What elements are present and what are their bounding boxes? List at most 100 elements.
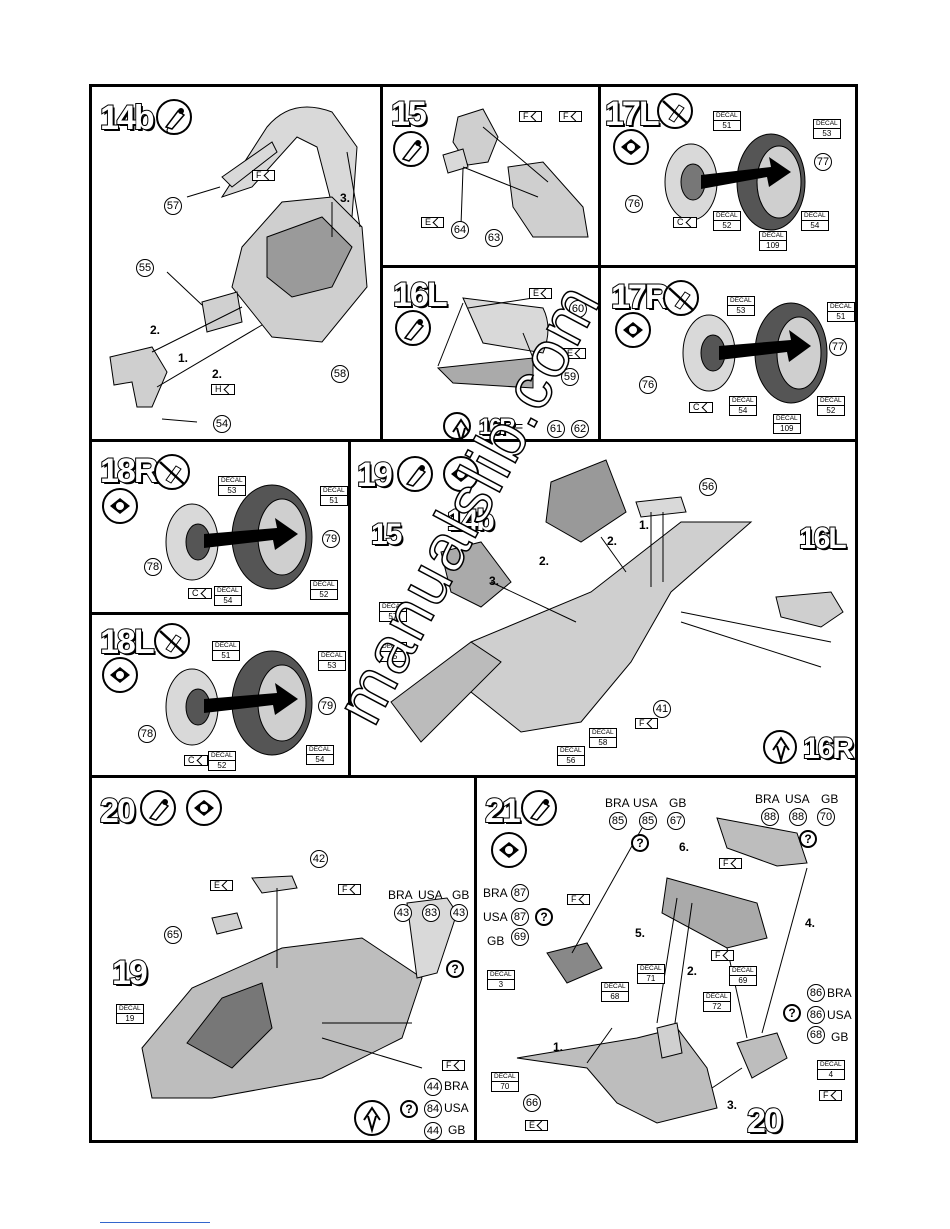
sprue-flag: E [529,288,553,299]
paint-decal-icon [102,488,138,524]
glue-icon [140,790,176,826]
step-arrow-label: 6. [679,840,690,854]
glue-icon [521,790,557,826]
paint-decal-icon [186,790,222,826]
step-number: 18L [99,623,156,661]
part-number: 76 [639,376,657,394]
part-number: 55 [136,259,154,277]
part-number: 43 [450,904,468,922]
step-15-drawing [442,108,589,238]
sub-assembly-label: 16L [798,522,848,555]
sprue-flag: F [719,858,742,869]
glue-icon [393,131,429,167]
country-label: BRA [755,792,780,806]
choice-marker: ? [783,1004,801,1022]
part-number: 77 [814,153,832,171]
step-arrow-label: 3. [489,574,500,588]
part-number: 54 [213,415,231,433]
sprue-flag: F [635,718,658,729]
sprue-flag: F [819,1090,842,1101]
no-glue-icon [154,454,190,490]
country-label: BRA [444,1079,469,1093]
part-number: 42 [310,850,328,868]
country-label: USA [444,1101,469,1115]
sub-assembly-label: 20 [746,1102,784,1140]
step-17L-drawing [664,133,806,231]
part-number: 78 [138,725,156,743]
sprue-flag: F [442,1060,465,1071]
country-label: GB [452,888,470,902]
sub-assembly-label: 19 [111,954,149,992]
step-16L-panel: 16L E 60 E 59 16R = 61 62 [380,265,601,442]
part-number: 85 [609,812,627,830]
country-label: GB [669,796,687,810]
sprue-flag: C [184,755,208,766]
part-number: 87 [511,908,529,926]
part-number: 56 [699,478,717,496]
choice-marker: ? [799,830,817,848]
part-number: 43 [394,904,412,922]
choice-marker: ? [446,960,464,978]
step-18R-drawing [165,484,313,590]
step-14b-drawing [109,106,368,423]
step-arrow-label: 1. [553,1040,564,1054]
part-number: 83 [422,904,440,922]
sprue-flag: C [673,217,697,228]
step-number: 16L [392,276,449,314]
step-arrow-label: 1. [639,518,650,532]
step-15-panel: 15 F F E 64 63 [380,84,601,268]
step-17R-drawing [682,302,828,404]
part-number: 62 [571,420,589,438]
sprue-flag: F [711,950,734,961]
part-number: 77 [829,338,847,356]
mirror-build-icon [443,412,471,439]
step-18L-drawing [165,650,313,756]
part-number: 85 [639,812,657,830]
step-number: 17L [604,95,661,133]
country-label: USA [827,1008,852,1022]
no-glue-icon [657,93,693,129]
mirror-step-label: 16R [802,732,855,765]
part-number: 79 [318,697,336,715]
country-label: USA [785,792,810,806]
part-number: 57 [164,197,182,215]
country-label: GB [831,1030,849,1044]
country-label: USA [418,888,443,902]
mirror-step-label: 16R [478,414,516,439]
glue-icon [156,99,192,135]
equals-sign: = [515,418,524,434]
sprue-flag: E [210,880,234,891]
step-number: 21 [484,792,522,830]
step-21-panel: 21 BRA USA GB 85 85 67 ? BRA USA GB 88 8… [474,775,858,1143]
country-label: GB [821,792,839,806]
paint-decal-icon [102,657,138,693]
sprue-flag: H [211,384,235,395]
part-number: 44 [424,1122,442,1140]
glue-icon [397,456,433,492]
part-number: 87 [511,884,529,902]
part-number: 67 [667,812,685,830]
